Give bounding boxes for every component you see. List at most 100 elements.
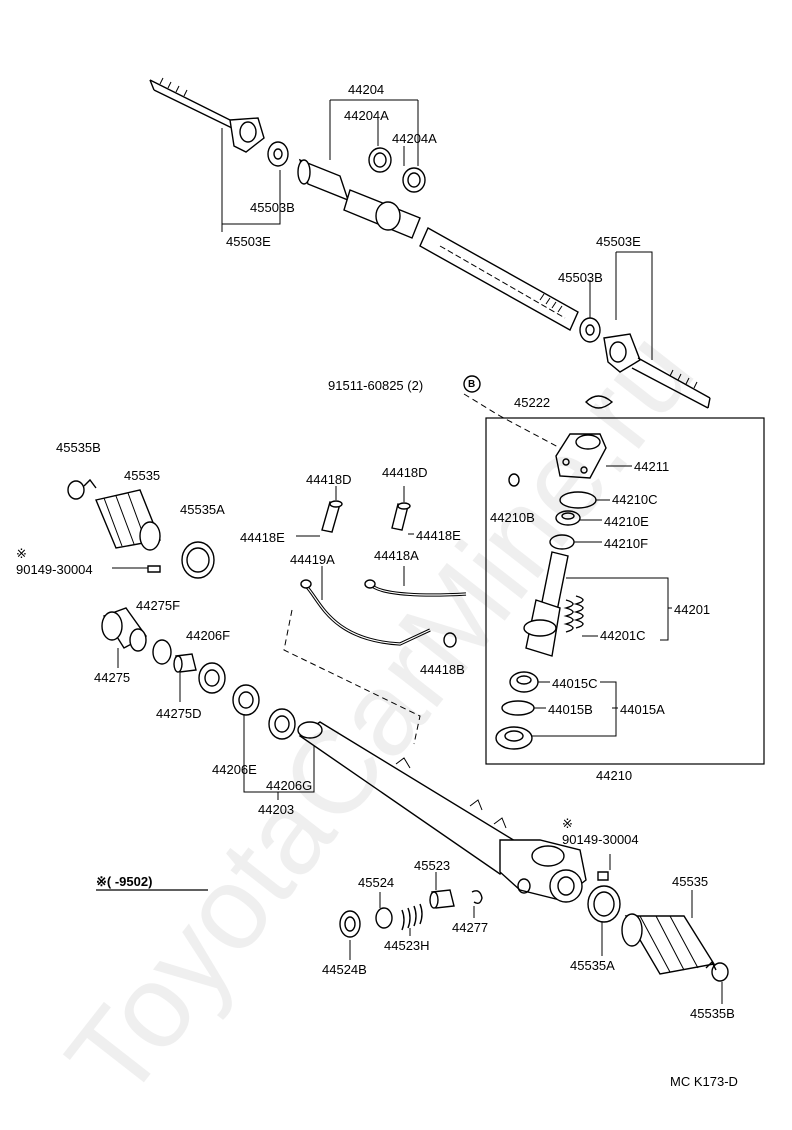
part-label: 44418A — [374, 548, 419, 563]
bearing-44015c — [509, 671, 539, 693]
part-label: 45503E — [596, 234, 641, 249]
bolt-44418e-right — [391, 502, 411, 531]
reference-mark: ※ — [16, 546, 27, 561]
o-ring-44015b — [501, 700, 535, 716]
part-label: 44524B — [322, 962, 367, 977]
part-label: 44418E — [240, 530, 285, 545]
part-label: 44523H — [384, 938, 430, 953]
part-label: 44204 — [348, 82, 385, 97]
drawing-code: MC K173-D — [670, 1074, 738, 1089]
part-label: 45222 — [514, 395, 551, 410]
control-valve-44201 — [523, 551, 584, 657]
tie-rod-end-right — [603, 333, 641, 373]
tie-rod-right — [631, 357, 711, 409]
clamp-45535a-bottom — [587, 885, 621, 923]
part-label: 44210B — [490, 510, 535, 525]
part-label: 44015C — [552, 676, 598, 691]
part-label: 44210C — [612, 492, 658, 507]
part-label: 44204A — [392, 131, 437, 146]
leader-lines-bottom — [349, 854, 723, 1004]
part-label: 44201 — [674, 602, 711, 617]
seal-44210f — [549, 534, 575, 550]
seal-44206g — [268, 708, 296, 740]
bushing-44204a-1 — [368, 147, 392, 173]
part-label: 44201C — [600, 628, 646, 643]
screw-90149-left — [147, 565, 161, 573]
part-label: 44210F — [604, 536, 649, 551]
seal-44206f — [198, 662, 226, 694]
part-label: 45535A — [180, 502, 225, 517]
lock-washer-45503b-left — [267, 141, 289, 167]
plug-44210b — [508, 473, 520, 487]
boot-45535-bottom — [621, 913, 716, 975]
bolt-44418e-left — [321, 500, 343, 533]
boot-45535-top — [95, 489, 161, 551]
dashed-guide-bolt — [463, 393, 561, 449]
part-label: 44206E — [212, 762, 257, 777]
part-label: 91511-60825 (2) — [328, 378, 424, 393]
part-label: 44418D — [382, 465, 428, 480]
part-label: 44418D — [306, 472, 352, 487]
lock-washer-45503b-right — [579, 317, 601, 343]
part-label: 44275F — [136, 598, 181, 613]
part-label: 44206F — [186, 628, 231, 643]
spring-44523h — [401, 903, 423, 931]
bushing-44275d — [173, 653, 197, 673]
dashed-guide-pipe — [283, 609, 421, 745]
clamp-45535a-top — [181, 541, 215, 579]
applicability-note: ※( -9502) — [96, 874, 153, 889]
part-label: 44418E — [416, 528, 461, 543]
valve-housing-44211 — [555, 433, 607, 479]
leader-lines-valve — [532, 465, 672, 737]
clip-44277 — [471, 890, 483, 905]
part-label: 45523 — [414, 858, 451, 873]
cap-44275 — [101, 607, 148, 652]
part-label: 45535B — [56, 440, 101, 455]
part-label: 44419A — [290, 552, 335, 567]
reference-mark: ※ — [562, 816, 573, 831]
nut-44015a — [495, 726, 533, 750]
rack-housing-44203 — [297, 721, 587, 903]
rack-shaft — [343, 189, 579, 331]
bolt-b-circle — [463, 375, 481, 393]
part-label: 45535 — [124, 468, 161, 483]
pipe-44419a — [300, 579, 431, 646]
part-label: 45535B — [690, 1006, 735, 1021]
part-label: 44203 — [258, 802, 295, 817]
leader-lines-left-seals — [117, 648, 315, 800]
clamp-45535b-top — [67, 478, 97, 500]
guide-45524 — [375, 907, 393, 929]
part-label: 90149-30004 — [16, 562, 93, 577]
valve-assembly-box-44210 — [485, 417, 765, 765]
part-label: 45503B — [558, 270, 603, 285]
tie-rod-end-left — [229, 117, 265, 153]
tie-rod-left — [149, 77, 233, 129]
leader-lines-upper — [221, 99, 653, 360]
pipe-44418a — [364, 579, 467, 597]
bolt-b-mark: B — [468, 379, 476, 390]
part-label: 45535A — [570, 958, 615, 973]
part-label: 44211 — [634, 459, 670, 474]
part-label: 44275D — [156, 706, 202, 721]
clamp-45535b-bottom — [705, 960, 729, 982]
rack-bushing-44204 — [297, 158, 350, 202]
union-44418b — [443, 632, 457, 648]
part-label: 44206G — [266, 778, 313, 793]
part-label: 44015A — [620, 702, 665, 717]
part-label: 90149-30004 — [562, 832, 639, 847]
nut-44524b — [339, 910, 361, 938]
part-label: 45503E — [226, 234, 271, 249]
bearing-44210e — [555, 510, 581, 526]
part-label: 44210 — [596, 768, 633, 783]
part-label: 44210E — [604, 514, 649, 529]
part-label: 45535 — [672, 874, 709, 889]
part-label: 45503B — [250, 200, 295, 215]
part-label: 44204A — [344, 108, 389, 123]
part-label: 44277 — [452, 920, 489, 935]
leader-lines-pipes — [296, 486, 414, 600]
part-label: 44015B — [548, 702, 593, 717]
bushing-44204a-2 — [402, 167, 426, 193]
oil-seal-44210c — [559, 491, 597, 509]
part-label: 44275 — [94, 670, 131, 685]
